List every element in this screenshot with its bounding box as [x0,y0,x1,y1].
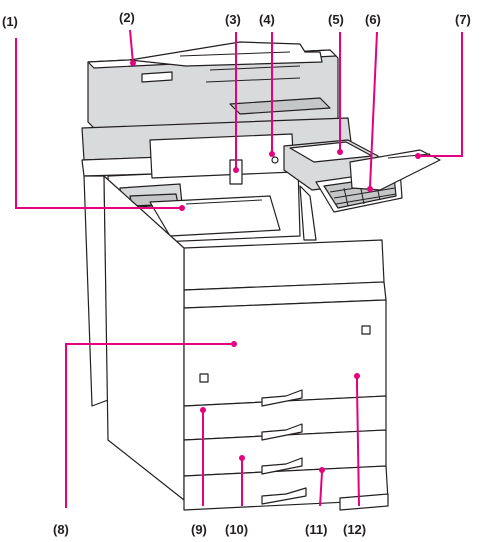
leader-1-dot [179,205,185,211]
leader-6 [369,31,378,188]
leader-11-dot [319,467,325,473]
callout-11: (11) [305,522,327,537]
leader-lines [15,29,463,508]
callout-4: (4) [259,12,275,27]
side-tray [349,149,441,191]
leader-9-dot [200,407,206,413]
callout-10: (10) [225,522,248,537]
leader-12-dot [354,373,360,379]
callout-1: (1) [2,14,18,29]
leader-4-dot [269,151,275,157]
leader-5-dot [337,149,343,155]
callout-5: (5) [328,12,344,27]
leader-1 [15,38,180,209]
leader-8 [65,343,232,508]
callout-7: (7) [455,12,471,27]
leader-7 [420,32,463,157]
callout-9: (9) [191,522,207,537]
callout-2: (2) [119,10,135,25]
callout-8: (8) [53,522,69,537]
leader-7-dot [415,153,421,159]
power-button [271,156,279,164]
leader-2 [129,29,134,64]
document-feeder [87,41,339,131]
callout-6: (6) [365,12,381,27]
main-body [83,175,389,511]
callout-12: (12) [343,522,366,537]
printer-illustration [81,41,441,511]
leader-3-dot [233,167,239,173]
leader-2-dot [130,60,136,66]
leader-10-dot [239,455,245,461]
callout-3: (3) [225,12,241,27]
leader-8-dot [231,341,237,347]
callout-labels: (1) (2) (3) (4) (5) (6) (7) (8) (9) (10)… [2,10,471,537]
leader-12 [356,376,360,507]
leader-11 [319,471,323,507]
leader-6-dot [367,186,373,192]
